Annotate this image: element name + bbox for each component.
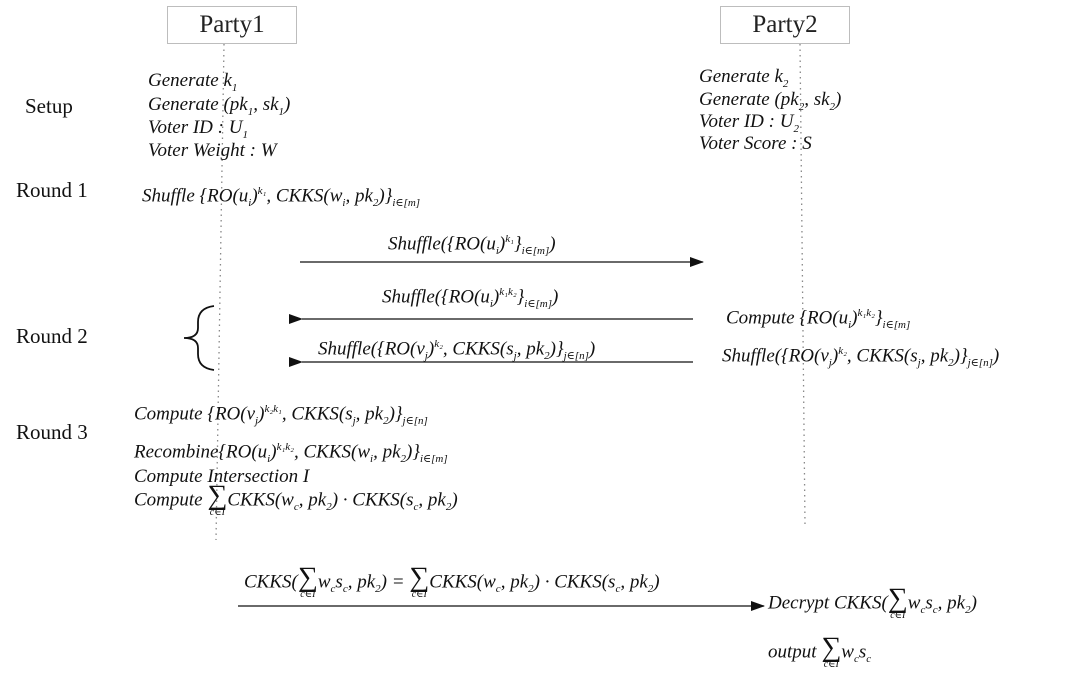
- p1-voter-id: Voter ID : U1: [148, 117, 248, 141]
- round3-compute1: Compute {RO(vj)k₂k₁, CKKS(sj, pk2)}j∈[n]: [134, 403, 428, 428]
- party2-label: Party2: [752, 11, 818, 38]
- msg3-label: Shuffle({RO(vj)k₂, CKKS(sj, pk2)}j∈[n]): [318, 338, 596, 363]
- party1-lifeline: [215, 43, 225, 541]
- p2-generate-k: Generate k2: [699, 66, 789, 90]
- p1-generate-k: Generate k1: [148, 70, 238, 94]
- p2-voter-id: Voter ID : U2: [699, 111, 799, 135]
- p2-shuffle: Shuffle({RO(vj)k₂, CKKS(sj, pk2)}j∈[n]): [722, 345, 1000, 370]
- sum-symbol: ∑c∈I: [207, 480, 228, 518]
- round2-brace: [183, 305, 215, 371]
- round3-recombine: Recombine{RO(ui)k₁k₂, CKKS(wi, pk2)}i∈[m…: [134, 441, 448, 466]
- p2-voter-score: Voter Score : S: [699, 133, 812, 154]
- phase-setup: Setup: [25, 94, 73, 118]
- msg2-label: Shuffle({RO(ui)k₁k₂}i∈[m]): [382, 286, 559, 311]
- phase-round1: Round 1: [16, 178, 88, 202]
- party1-box: Party1: [167, 6, 297, 44]
- msg1-label: Shuffle({RO(ui)k₁}i∈[m]): [388, 233, 556, 258]
- round1-shuffle: Shuffle {RO(ui)k₁, CKKS(wi, pk2)}i∈[m]: [142, 185, 421, 210]
- party1-label: Party1: [199, 11, 265, 38]
- phase-round2: Round 2: [16, 324, 88, 348]
- sum-symbol: ∑c∈I: [297, 562, 318, 600]
- phase-round3: Round 3: [16, 420, 88, 444]
- p1-voter-weight: Voter Weight : W: [148, 140, 277, 161]
- p2-compute: Compute {RO(ui)k₁k₂}i∈[m]: [726, 307, 911, 332]
- p2-generate-keys: Generate (pk2, sk2): [699, 89, 842, 113]
- sum-symbol: ∑c∈I: [821, 632, 842, 670]
- party2-box: Party2: [720, 6, 850, 44]
- sum-symbol: ∑c∈I: [409, 562, 430, 600]
- round3-intersection: Compute Intersection I: [134, 466, 310, 487]
- p1-generate-keys: Generate (pk1, sk1): [148, 94, 291, 118]
- sum-symbol: ∑c∈I: [887, 583, 908, 621]
